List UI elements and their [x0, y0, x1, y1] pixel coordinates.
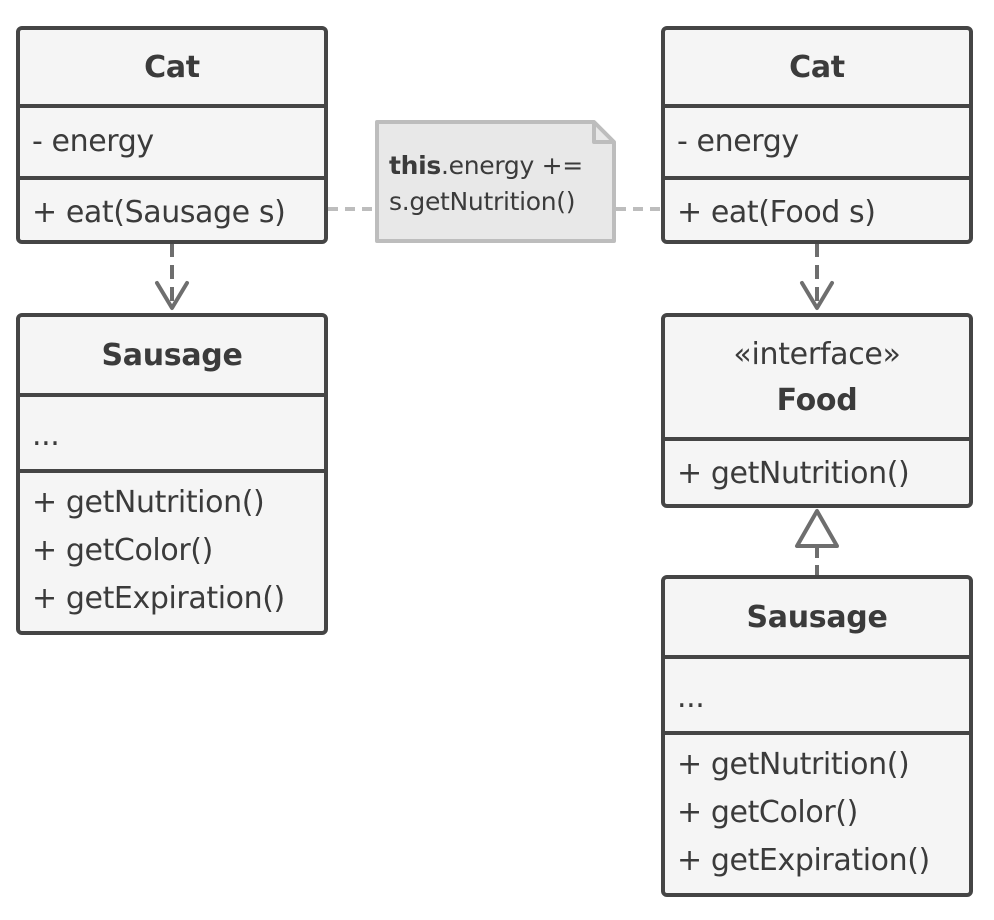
left-sausage-method: + getColor() [32, 533, 213, 568]
right-cat-name: Cat [789, 49, 845, 85]
food-interface: «interface» Food + getNutrition() [661, 313, 973, 508]
left-sausage-name: Sausage [101, 337, 243, 373]
right-sausage-method: + getNutrition() [677, 747, 910, 782]
right-sausage-field: ... [677, 680, 705, 715]
note-line2: s.getNutrition() [389, 187, 576, 216]
dependency-arrowhead-right [800, 281, 834, 310]
code-note: this.energy += s.getNutrition() [375, 120, 616, 243]
right-cat-method: + eat(Food s) [677, 195, 876, 230]
left-cat-field: - energy [32, 124, 154, 159]
food-method: + getNutrition() [677, 456, 910, 491]
left-cat-class: Cat - energy + eat(Sausage s) [16, 26, 328, 244]
right-cat-class: Cat - energy + eat(Food s) [661, 26, 973, 244]
right-sausage-class: Sausage ... + getNutrition() + getColor(… [661, 575, 973, 897]
left-sausage-field: ... [32, 418, 60, 453]
realization-arrowhead [795, 509, 839, 548]
note-line1: .energy += [441, 151, 583, 180]
left-cat-name: Cat [144, 49, 200, 85]
right-cat-field: - energy [677, 124, 799, 159]
dependency-arrowhead-left [155, 281, 189, 310]
left-sausage-method: + getNutrition() [32, 485, 265, 520]
right-sausage-method: + getExpiration() [677, 843, 930, 878]
note-keyword: this [389, 151, 441, 180]
left-sausage-class: Sausage ... + getNutrition() + getColor(… [16, 313, 328, 635]
right-sausage-method: + getColor() [677, 795, 858, 830]
left-cat-method: + eat(Sausage s) [32, 195, 286, 230]
left-sausage-method: + getExpiration() [32, 581, 285, 616]
food-name: Food [776, 383, 858, 418]
food-stereotype: «interface» [733, 337, 901, 372]
right-sausage-name: Sausage [746, 599, 888, 635]
